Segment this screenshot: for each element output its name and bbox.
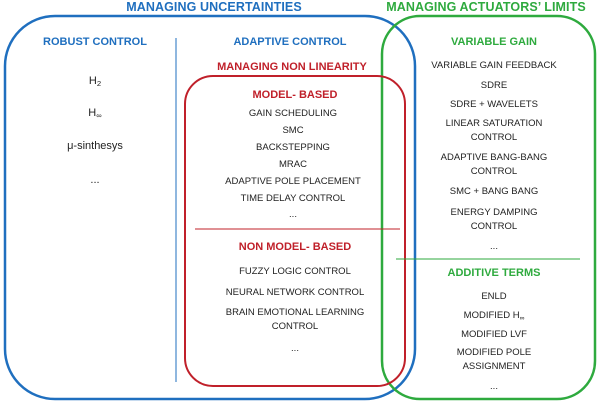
additive-item-base: MODIFIED LVF [461, 329, 527, 340]
non-model-based-item: BRAIN EMOTIONAL LEARNING CONTROL [225, 307, 365, 332]
non-model-based-item: NEURAL NETWORK CONTROL [225, 287, 365, 298]
robust-item-sub: 2 [96, 79, 102, 88]
variable-gain-item: ENERGY DAMPING CONTROL [450, 207, 538, 232]
additive-terms-item: ENLD [481, 290, 506, 304]
variable-gain-item: ... [490, 241, 498, 252]
additive-terms-item: MODIFIED POLE ASSIGNMENT [434, 346, 554, 374]
additive-terms-item: MODIFIED H∞ [464, 309, 525, 326]
additive-item-base: ENLD [481, 291, 507, 302]
adaptive-control-title: ADAPTIVE CONTROL [233, 36, 347, 48]
additive-terms-title: ADDITIVE TERMS [447, 267, 541, 279]
model-based-title: MODEL- BASED [252, 89, 338, 101]
model-based-item: GAIN SCHEDULING [248, 108, 338, 119]
managing-non-linearity-title: MANAGING NON LINEARITY [217, 61, 367, 73]
variable-gain-item: LINEAR SATURATION CONTROL [445, 118, 543, 143]
model-based-item: TIME DELAY CONTROL [240, 193, 346, 204]
variable-gain-item: VARIABLE GAIN FEEDBACK [431, 60, 557, 71]
variable-gain-item: SDRE + WAVELETS [450, 99, 538, 110]
model-based-item: MRAC [279, 159, 307, 170]
robust-item-base: H [88, 107, 97, 119]
model-based-item: BACKSTEPPING [256, 142, 330, 153]
variable-gain-title: VARIABLE GAIN [451, 36, 537, 48]
variable-gain-item: SDRE [480, 80, 508, 91]
robust-item-base: H [88, 75, 97, 87]
model-based-item: ADAPTIVE POLE PLACEMENT [225, 176, 361, 187]
variable-gain-item: SMC + BANG BANG [449, 186, 539, 197]
non-model-based-item: ... [291, 343, 299, 354]
managing-actuators-limits-heading: MANAGING ACTUATORS’ LIMITS [386, 0, 586, 14]
robust-item-base: μ-sinthesys [67, 140, 123, 152]
nonlinearity-frame [184, 75, 406, 387]
model-based-item: SMC [282, 125, 304, 136]
additive-item-base: MODIFIED H [463, 310, 520, 321]
additive-terms-item: ... [490, 380, 498, 394]
robust-control-title: ROBUST CONTROL [43, 36, 147, 48]
model-based-item: ... [289, 209, 297, 220]
managing-uncertainties-heading: MANAGING UNCERTAINTIES [126, 0, 302, 14]
non-model-based-item: FUZZY LOGIC CONTROL [239, 266, 351, 277]
additive-terms-item: MODIFIED LVF [461, 328, 527, 342]
additive-item-base: MODIFIED POLE ASSIGNMENT [456, 347, 532, 372]
robust-item: H2 [89, 75, 101, 88]
robust-item-base: ... [90, 174, 100, 186]
additive-item-base: ... [490, 381, 498, 392]
robust-item: μ-sinthesys [67, 140, 123, 152]
non-model-based-title: NON MODEL- BASED [238, 241, 352, 253]
additive-item-sub: ∞ [519, 315, 525, 322]
robust-item: ... [90, 174, 99, 186]
uncertainties-frame [3, 14, 417, 401]
actuator-limits-frame [380, 14, 597, 401]
variable-gain-item: ADAPTIVE BANG-BANG CONTROL [440, 152, 548, 177]
robust-item: H∞ [88, 107, 101, 120]
robust-item-sub: ∞ [96, 111, 102, 120]
